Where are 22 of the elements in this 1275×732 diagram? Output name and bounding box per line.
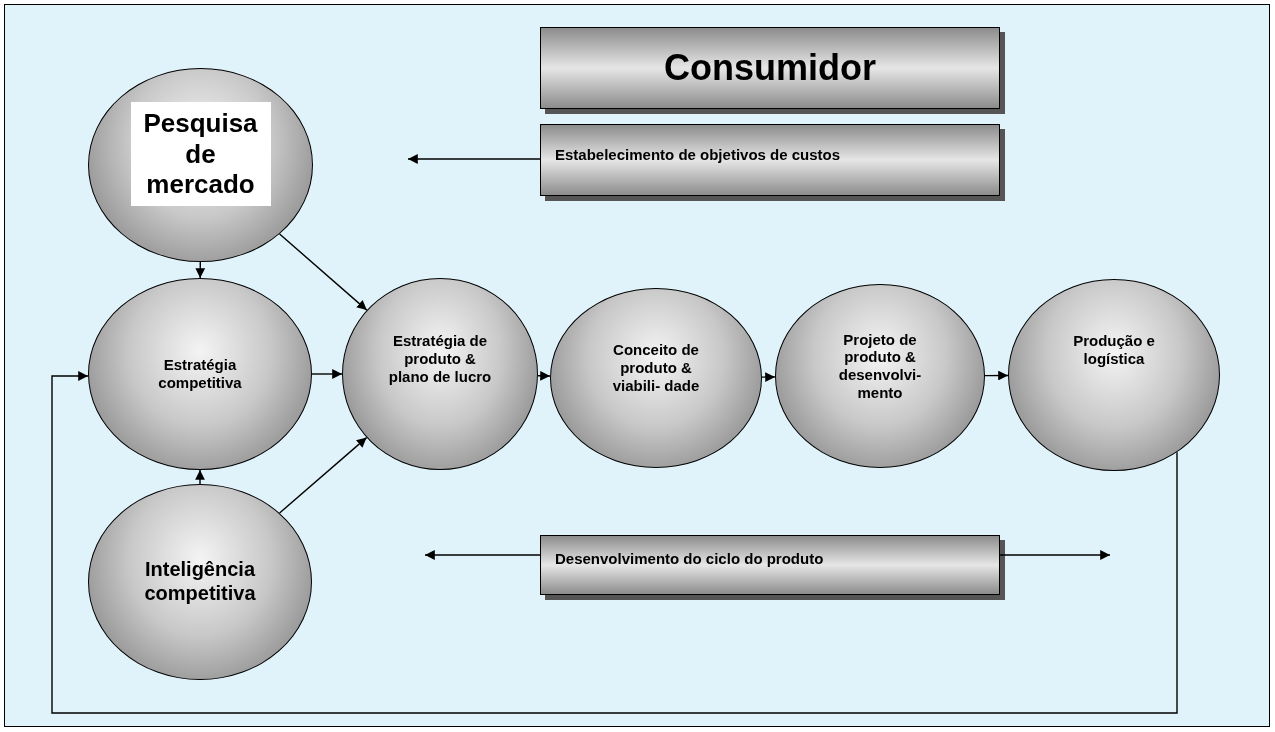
- node-text: Projeto de produto & desenvolvi- mento: [837, 330, 923, 402]
- node-text: Estratégia competitiva: [157, 356, 243, 392]
- arrow: [51, 371, 1178, 714]
- node-text: Inteligência competitiva: [143, 558, 257, 606]
- arrow: [537, 370, 551, 381]
- arrow: [195, 469, 205, 485]
- node-text: Produção e logística: [1072, 332, 1156, 368]
- arrow: [278, 233, 368, 311]
- arrow: [999, 550, 1111, 560]
- arrow: [407, 154, 541, 164]
- node-label: Pesquisa de mercado: [130, 102, 271, 206]
- arrow: [311, 369, 343, 379]
- arrow: [984, 370, 1009, 381]
- arrow: [761, 372, 776, 382]
- node-text: Estabelecimento de objetivos de custos: [555, 146, 841, 164]
- arrow: [195, 261, 206, 279]
- arrow: [424, 550, 541, 560]
- node-text: Consumidor: [664, 46, 876, 90]
- node-text: Estratégia de produto & plano de lucro: [387, 332, 493, 386]
- node-text: Conceito de produto & viabili- dade: [611, 341, 701, 395]
- arrow: [278, 436, 368, 514]
- node-text: Desenvolvimento do ciclo do produto: [555, 550, 824, 568]
